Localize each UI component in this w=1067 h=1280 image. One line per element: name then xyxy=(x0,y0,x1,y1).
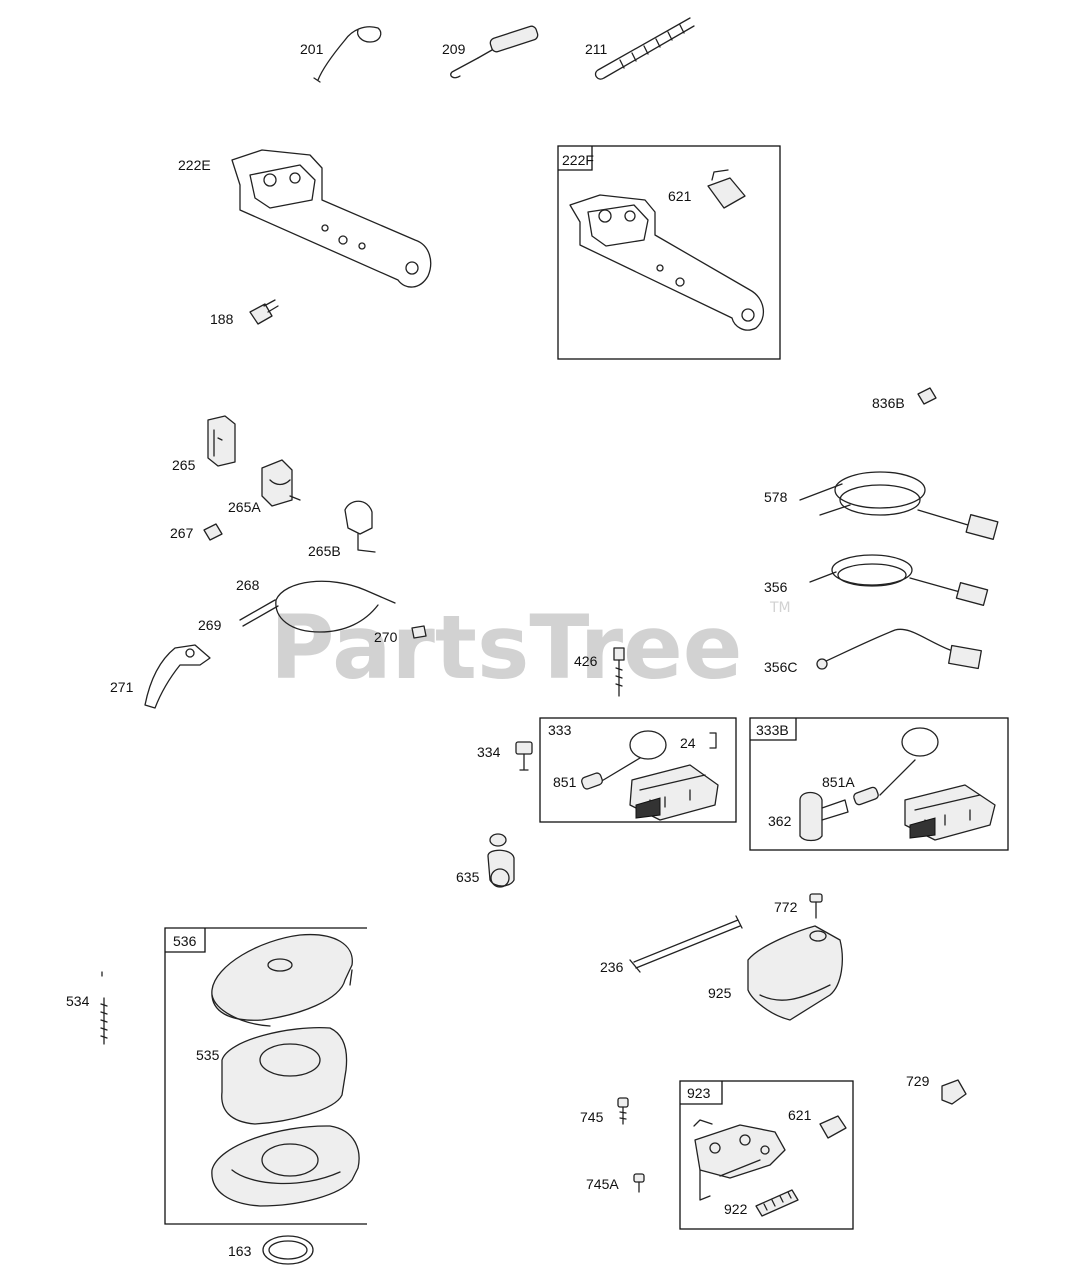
part-362-drawing[interactable] xyxy=(799,791,849,842)
part-label-356C[interactable]: 356C xyxy=(764,659,797,675)
part-265B-drawing[interactable] xyxy=(344,500,376,553)
part-745A-drawing[interactable] xyxy=(633,1173,645,1193)
part-label-426[interactable]: 426 xyxy=(574,653,598,669)
part-333-coil-drawing[interactable] xyxy=(599,730,719,821)
part-267-drawing[interactable] xyxy=(203,523,223,541)
part-label-635[interactable]: 635 xyxy=(456,869,480,885)
part-536-cover-drawing[interactable] xyxy=(211,933,353,1027)
part-label-265[interactable]: 265 xyxy=(172,457,196,473)
part-578-drawing[interactable] xyxy=(799,471,999,540)
part-271-drawing[interactable] xyxy=(144,644,211,709)
part-label-851[interactable]: 851 xyxy=(553,774,577,790)
box-label-333B[interactable]: 333B xyxy=(756,722,789,738)
part-label-922[interactable]: 922 xyxy=(724,1201,748,1217)
part-535-filter-drawing[interactable] xyxy=(221,1026,348,1125)
part-222E-drawing[interactable] xyxy=(231,149,432,288)
part-label-621-bottom[interactable]: 621 xyxy=(788,1107,812,1123)
part-label-236[interactable]: 236 xyxy=(600,959,624,975)
part-268-cable-drawing[interactable] xyxy=(239,580,396,633)
part-745-drawing[interactable] xyxy=(617,1097,629,1125)
part-label-271[interactable]: 271 xyxy=(110,679,134,695)
part-925-drawing[interactable] xyxy=(747,925,843,1021)
box-222F xyxy=(557,145,781,360)
part-label-772[interactable]: 772 xyxy=(774,899,798,915)
box-923 xyxy=(679,1080,854,1230)
part-label-729[interactable]: 729 xyxy=(906,1073,930,1089)
part-729-drawing[interactable] xyxy=(941,1079,967,1105)
part-536-base-drawing[interactable] xyxy=(211,1125,360,1207)
part-922-drawing[interactable] xyxy=(755,1189,799,1217)
part-188-drawing[interactable] xyxy=(249,299,279,325)
part-label-265B[interactable]: 265B xyxy=(308,543,341,559)
part-label-578[interactable]: 578 xyxy=(764,489,788,505)
part-621-top-drawing[interactable] xyxy=(707,169,746,209)
part-label-534[interactable]: 534 xyxy=(66,993,90,1009)
box-label-333[interactable]: 333 xyxy=(548,722,572,738)
part-851A-drawing[interactable] xyxy=(853,786,880,806)
part-333B-coil-drawing[interactable] xyxy=(879,727,996,841)
part-label-745[interactable]: 745 xyxy=(580,1109,604,1125)
part-label-836B[interactable]: 836B xyxy=(872,395,905,411)
part-163-drawing[interactable] xyxy=(262,1235,314,1265)
part-209-drawing[interactable] xyxy=(450,25,539,79)
part-label-621-top[interactable]: 621 xyxy=(668,188,692,204)
part-265-drawing[interactable] xyxy=(207,415,236,467)
box-label-536[interactable]: 536 xyxy=(173,933,197,949)
part-label-535[interactable]: 535 xyxy=(196,1047,220,1063)
part-356C-drawing[interactable] xyxy=(816,628,982,670)
box-label-923[interactable]: 923 xyxy=(687,1085,711,1101)
part-270-drawing[interactable] xyxy=(411,625,427,639)
box-label-222F[interactable]: 222F xyxy=(562,152,594,168)
part-label-222E[interactable]: 222E xyxy=(178,157,211,173)
watermark-trademark: TM xyxy=(769,600,791,616)
part-label-334[interactable]: 334 xyxy=(477,744,501,760)
box-333 xyxy=(539,717,737,823)
part-236-drawing[interactable] xyxy=(629,915,743,973)
part-label-163[interactable]: 163 xyxy=(228,1243,252,1259)
part-621-bottom-drawing[interactable] xyxy=(819,1115,847,1139)
part-label-925[interactable]: 925 xyxy=(708,985,732,1001)
box-536 xyxy=(164,927,367,1225)
part-label-211[interactable]: 211 xyxy=(585,41,608,57)
part-334-drawing[interactable] xyxy=(515,741,533,771)
part-635-drawing[interactable] xyxy=(487,833,515,888)
part-label-851A[interactable]: 851A xyxy=(822,774,855,790)
part-356-drawing[interactable] xyxy=(809,554,989,607)
part-772-drawing[interactable] xyxy=(809,893,823,919)
part-label-24[interactable]: 24 xyxy=(680,735,696,751)
box-333B xyxy=(749,717,1009,851)
part-534-drawing[interactable] xyxy=(100,971,108,1045)
part-836B-drawing[interactable] xyxy=(917,387,937,405)
part-265A-drawing[interactable] xyxy=(261,459,301,507)
part-211-drawing[interactable] xyxy=(594,17,695,80)
part-label-268[interactable]: 268 xyxy=(236,577,260,593)
part-923-governor-drawing[interactable] xyxy=(693,1119,786,1201)
part-label-362[interactable]: 362 xyxy=(768,813,792,829)
part-label-267[interactable]: 267 xyxy=(170,525,194,541)
part-426-drawing[interactable] xyxy=(613,647,625,697)
part-label-265A[interactable]: 265A xyxy=(228,499,261,515)
part-label-209[interactable]: 209 xyxy=(442,41,466,57)
part-label-270[interactable]: 270 xyxy=(374,629,398,645)
part-24-drawing[interactable] xyxy=(709,732,717,749)
part-label-745A[interactable]: 745A xyxy=(586,1176,619,1192)
part-222F-drawing[interactable] xyxy=(569,194,764,331)
part-label-269[interactable]: 269 xyxy=(198,617,222,633)
part-label-201[interactable]: 201 xyxy=(300,41,324,57)
part-201-drawing[interactable] xyxy=(313,26,382,83)
part-label-188[interactable]: 188 xyxy=(210,311,234,327)
part-851-drawing[interactable] xyxy=(581,772,604,790)
watermark: PartsTree xyxy=(270,596,742,699)
part-label-356[interactable]: 356 xyxy=(764,579,788,595)
